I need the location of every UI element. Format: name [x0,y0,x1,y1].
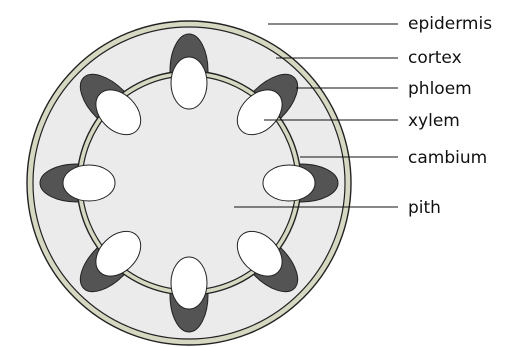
xylem-bundle [171,257,207,309]
xylem-bundle [263,165,315,201]
xylem-label: xylem [408,111,460,131]
cambium-label: cambium [408,148,487,168]
pith-label: pith [408,198,441,218]
xylem-bundle [171,57,207,109]
phloem-label: phloem [408,79,472,99]
epidermis-label: epidermis [408,14,492,34]
xylem-bundle [63,165,115,201]
cortex-label: cortex [408,48,462,68]
